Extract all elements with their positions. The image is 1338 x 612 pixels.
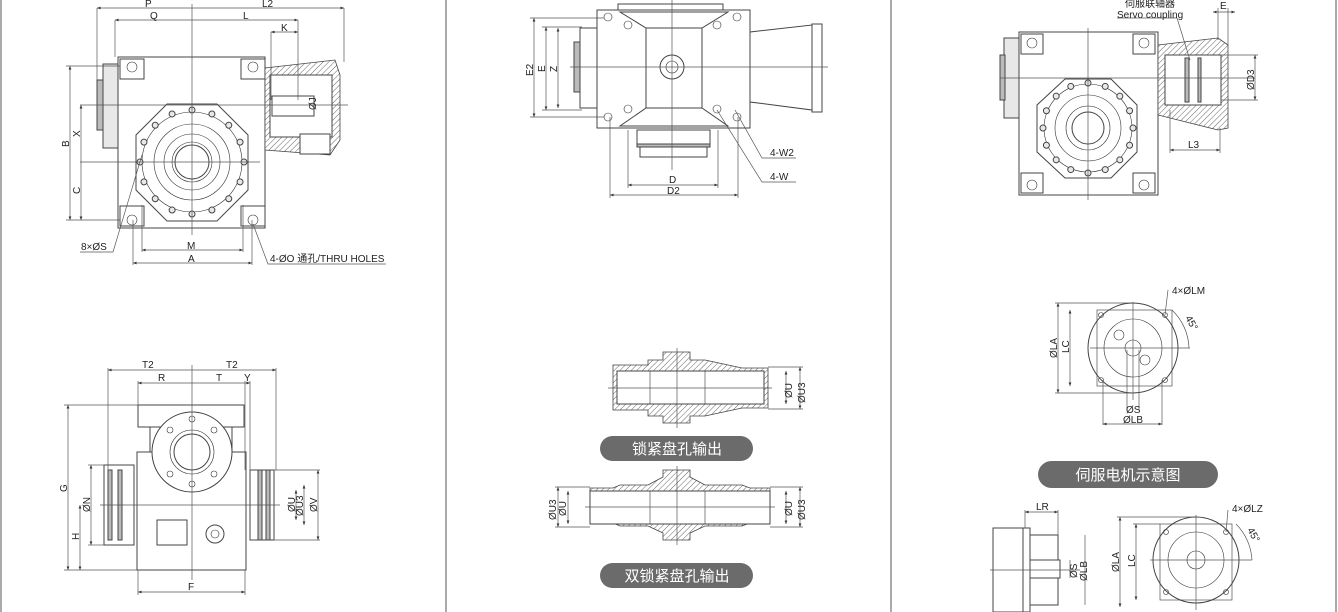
dim-L3: L3 — [1188, 140, 1200, 151]
caption-double-shrink-disk-output — [600, 563, 753, 588]
dim-P: P — [145, 0, 152, 10]
dim-U: ØU — [784, 383, 795, 398]
bolt-hole — [140, 138, 148, 146]
label-45deg: 45° — [1182, 314, 1199, 333]
gearbox-servo-top-view: 伺服联轴器 Servo coupling E ØD3 L3 — [999, 0, 1258, 200]
bolt-hole — [140, 178, 148, 186]
dim-S: ØS — [1126, 405, 1141, 416]
bolt-hole — [151, 195, 159, 203]
bolt-hole — [1101, 166, 1109, 174]
label-4-W2: 4-W2 — [770, 148, 794, 159]
dim-LC: LC — [1127, 554, 1138, 567]
dim-C: C — [72, 187, 83, 194]
caption-servo-motor-diagram — [1038, 461, 1218, 488]
bolt-hole — [1126, 107, 1134, 115]
dim-A: A — [188, 254, 195, 265]
dim-B: B — [61, 140, 72, 147]
dim-T2-left: T2 — [142, 360, 154, 371]
bolt-hole — [1052, 156, 1060, 164]
dim-E2: E2 — [525, 63, 536, 76]
caption-text: 双锁紧盘孔输出 — [624, 567, 729, 585]
bolt-hole — [1067, 82, 1075, 90]
dim-U-left: ØU — [558, 501, 569, 516]
dim-U3-left: ØU3 — [548, 499, 559, 520]
dim-T: T — [216, 373, 222, 384]
bolt-hole — [1129, 124, 1137, 132]
bolt-hole — [1116, 92, 1124, 100]
dim-L2: L2 — [262, 0, 274, 10]
dim-LA: ØLA — [1049, 338, 1060, 358]
caption-shrink-disk-output — [600, 436, 753, 461]
bolt-hole — [168, 206, 176, 214]
dim-R: R — [158, 373, 165, 384]
gearbox-side-view: T2 T2 R T Y G H ØN ØU ØU3 ØV F — [59, 360, 320, 595]
bolt-hole — [1126, 141, 1134, 149]
bolt-hole — [1101, 82, 1109, 90]
label-4xLM: 4×ØLM — [1172, 286, 1205, 297]
bolt-hole — [1039, 124, 1047, 132]
bolt-hole — [168, 110, 176, 118]
bolt-hole — [208, 110, 216, 118]
dim-F: F — [188, 582, 194, 593]
label-thru-holes: 4-ØO 通孔/THRU HOLES — [270, 253, 385, 265]
dim-V: ØV — [309, 497, 320, 512]
bolt-hole — [1116, 156, 1124, 164]
caption-text: 锁紧盘孔输出 — [632, 440, 722, 458]
dim-H: H — [71, 533, 82, 540]
label-4xLZ: 4×ØLZ — [1232, 504, 1263, 515]
bolt-hole — [1042, 107, 1050, 115]
bolt-hole — [151, 121, 159, 129]
dim-X: X — [72, 130, 83, 137]
label-45deg: 45° — [1244, 526, 1261, 545]
dim-LC: LC — [1061, 340, 1072, 353]
dim-D: D — [669, 175, 676, 186]
dim-N: ØN — [82, 497, 93, 512]
label-servo-coupling-en: Servo coupling — [1117, 10, 1183, 21]
dim-LA: ØLA — [1111, 552, 1122, 572]
dim-E: E — [1220, 1, 1227, 12]
bolt-hole — [225, 121, 233, 129]
gearbox-front-view: E2 E Z D D2 4-W2 4-W — [525, 0, 828, 198]
dim-Y: Y — [244, 373, 251, 384]
dim-T2-right: T2 — [226, 360, 238, 371]
dim-E: E — [537, 65, 548, 72]
gearbox-top-view: P L2 Q L K B X C M A ØJ 8×ØS 4-ØO 通孔/THR… — [61, 0, 386, 265]
dim-U: ØU — [287, 497, 298, 512]
dim-U3: ØU3 — [797, 382, 808, 403]
bolt-hole — [1067, 166, 1075, 174]
dim-L: L — [243, 11, 249, 22]
servo-motor-side-view: LR ØS ØLB — [990, 502, 1090, 612]
dim-D3: ØD3 — [1246, 69, 1257, 90]
dim-D2: D2 — [667, 186, 680, 197]
dim-M: M — [187, 241, 195, 252]
dim-G: G — [59, 484, 70, 492]
shrink-disk-output-section: ØU ØU3 锁紧盘孔输出 — [600, 348, 808, 461]
dim-LB: ØLB — [1123, 415, 1143, 426]
bolt-hole — [1042, 141, 1050, 149]
dim-Z: Z — [549, 66, 560, 72]
bolt-hole — [1052, 92, 1060, 100]
dim-LR: LR — [1036, 502, 1049, 513]
dim-S: ØS — [1069, 563, 1080, 578]
bolt-hole — [236, 138, 244, 146]
dim-LB: ØLB — [1079, 561, 1090, 581]
label-4-W: 4-W — [770, 172, 789, 183]
dim-U3: ØU3 — [295, 495, 306, 516]
servo-motor-front-view-2: 4×ØLZ 45° ØLA LC — [1111, 504, 1263, 610]
bolt-hole — [225, 195, 233, 203]
dim-K: K — [281, 23, 288, 34]
bolt-hole — [236, 178, 244, 186]
label-servo-coupling-cn: 伺服联轴器 — [1125, 0, 1175, 10]
double-shrink-disk-output-section: ØU3 ØU ØU ØU3 双锁紧盘孔输出 — [548, 466, 808, 588]
dim-U-right: ØU — [784, 501, 795, 516]
dim-Q: Q — [150, 11, 158, 22]
label-8xS: 8×ØS — [81, 242, 107, 253]
dim-U3-right: ØU3 — [797, 499, 808, 520]
bolt-hole — [208, 206, 216, 214]
caption-text: 伺服电机示意图 — [1075, 466, 1180, 484]
servo-motor-front-view: 4×ØLM 45° ØLA LC ØS ØLB 伺服电机示意图 — [1038, 286, 1218, 488]
dim-J: ØJ — [308, 97, 319, 110]
